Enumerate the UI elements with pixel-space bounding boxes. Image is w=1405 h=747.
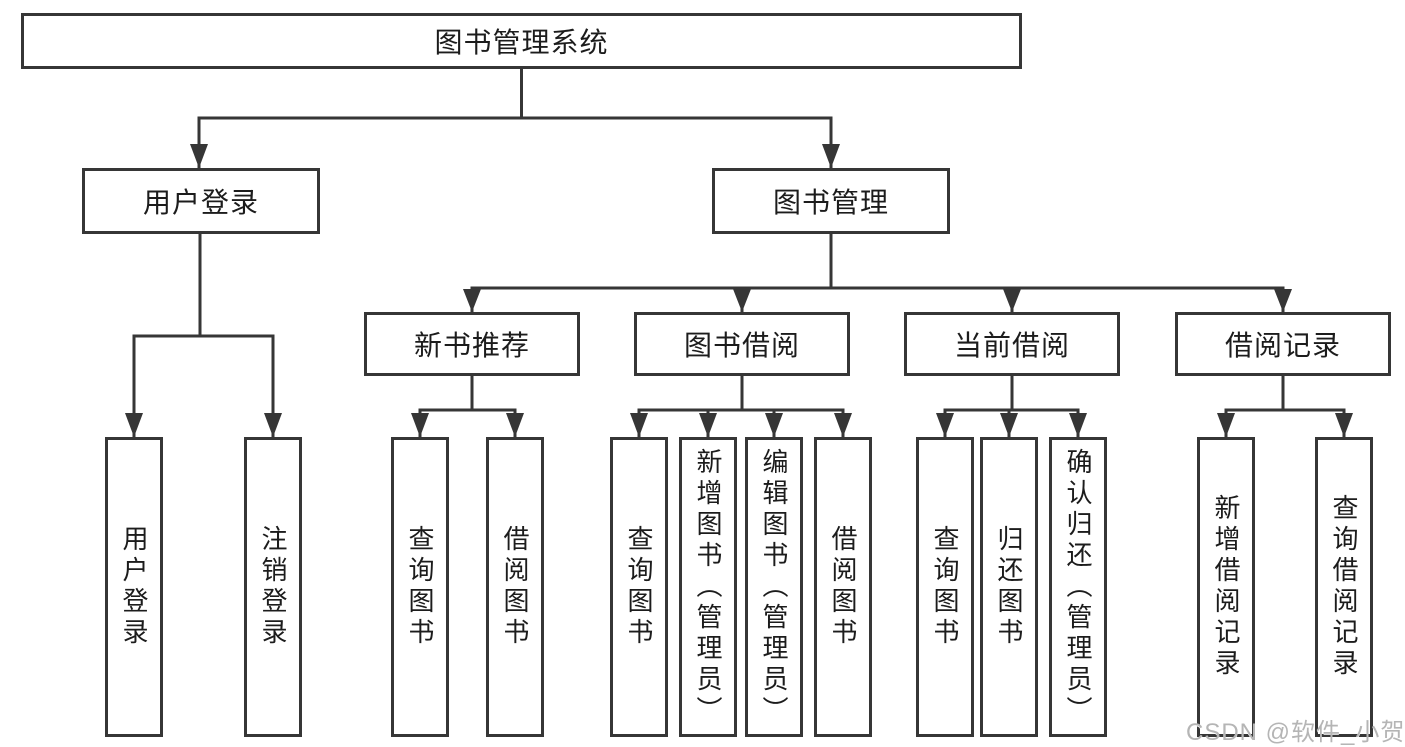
node-new-book-recommend: 新书推荐 [364,312,580,376]
node-label: 查询图书 [624,525,654,649]
node-borrowing-records: 借阅记录 [1175,312,1391,376]
node-label: 新增图书（管理员） [693,447,723,727]
node-current-borrowing: 当前借阅 [904,312,1120,376]
node-book-borrowing: 图书借阅 [634,312,850,376]
node-book-management: 图书管理 [712,168,950,234]
leaf-query-books-recommend: 查询图书 [391,437,449,737]
node-label: 查询图书 [930,525,960,649]
leaf-logout: 注销登录 [244,437,302,737]
leaf-add-borrow-record: 新增借阅记录 [1197,437,1255,737]
node-label: 借阅记录 [1224,330,1341,361]
node-label: 用户登录 [142,187,259,218]
node-label: 图书借阅 [683,330,800,361]
node-label: 注销登录 [258,525,288,649]
node-label: 新增借阅记录 [1211,494,1241,680]
node-label: 新书推荐 [413,330,530,361]
leaf-query-books-current: 查询图书 [916,437,974,737]
node-label: 借阅图书 [828,525,858,649]
node-label: 用户登录 [119,525,149,649]
node-user-login: 用户登录 [82,168,320,234]
node-label: 确认归还（管理员） [1063,447,1093,727]
node-label: 当前借阅 [953,330,1070,361]
leaf-return-book: 归还图书 [980,437,1038,737]
leaf-user-login: 用户登录 [105,437,163,737]
leaf-query-borrow-record: 查询借阅记录 [1315,437,1373,737]
leaf-borrow-books-borrowing: 借阅图书 [814,437,872,737]
node-label: 归还图书 [994,525,1024,649]
node-label: 借阅图书 [500,525,530,649]
leaf-confirm-return-admin: 确认归还（管理员） [1049,437,1107,737]
node-label: 查询借阅记录 [1329,494,1359,680]
leaf-borrow-books-recommend: 借阅图书 [486,437,544,737]
node-label: 编辑图书（管理员） [759,447,789,727]
leaf-edit-book-admin: 编辑图书（管理员） [745,437,803,737]
node-label: 查询图书 [405,525,435,649]
node-label: 图书管理系统 [434,27,609,58]
leaf-query-books-borrowing: 查询图书 [610,437,668,737]
leaf-add-book-admin: 新增图书（管理员） [679,437,737,737]
node-library-management-system: 图书管理系统 [21,13,1022,69]
csdn-watermark: CSDN @软件_小贺同学 [1186,719,1405,746]
node-label: 图书管理 [772,187,889,218]
connector-line [132,67,1346,437]
